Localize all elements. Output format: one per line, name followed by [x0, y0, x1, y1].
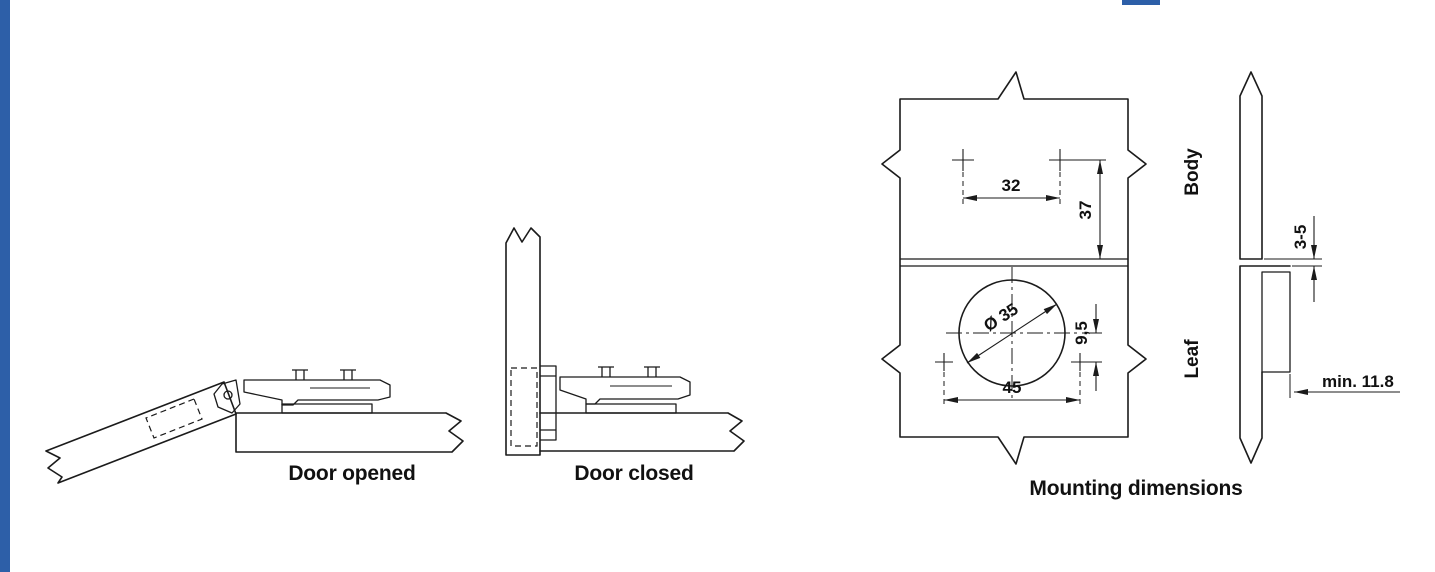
door-closed-caption: Door closed [574, 462, 693, 485]
body-hole-cross-left [952, 149, 974, 171]
hinge-arm [243, 379, 391, 406]
cabinet-panel-closed [539, 412, 745, 452]
hinge-screw-front [292, 369, 308, 380]
top-edge-accent-fragment [1122, 0, 1160, 5]
side-leaf-strip [1239, 265, 1291, 464]
hinge-cup-body [213, 379, 241, 414]
dim-min-depth-label: min. 11.8 [1322, 372, 1394, 391]
mounting-plate-closed [585, 403, 677, 414]
cabinet-panel-outline [235, 412, 464, 453]
body-label: Body [1182, 148, 1203, 196]
left-accent-bar [0, 0, 10, 572]
hinge-screw-front-closed [598, 366, 614, 377]
side-body-strip [1239, 71, 1263, 260]
dim-diameter-label: Ø 35 [980, 299, 1021, 335]
dim-95-label: 9,5 [1072, 321, 1091, 345]
door-opened-caption: Door opened [288, 462, 415, 485]
dim-gap-label: 3-5 [1291, 225, 1310, 250]
door-panel-closed [505, 227, 541, 456]
front-panel-outline [881, 71, 1147, 465]
side-cup-recess [1261, 271, 1291, 373]
dim-32-label: 32 [1002, 176, 1021, 195]
mounting-dimensions-caption: Mounting dimensions [1029, 477, 1242, 500]
leaf-hole-cross-right [1071, 353, 1089, 371]
hinge-pivot [223, 390, 233, 400]
panel-divider [900, 258, 1128, 267]
door-closed-view: Door closed [505, 227, 745, 485]
diameter-leader-line [966, 303, 1058, 364]
hinge-cup-hidden-outline [145, 398, 203, 439]
mounting-plate [281, 403, 373, 414]
door-opened-view: Door opened [45, 369, 464, 485]
door-panel-opened [45, 381, 237, 484]
leaf-hole-cross-left [935, 353, 953, 371]
cup-flange [540, 365, 557, 441]
leaf-label: Leaf [1182, 339, 1203, 379]
hinge-screw-rear-closed [644, 366, 660, 377]
hinge-arm-closed [559, 376, 691, 405]
mounting-front-view: 32 37 Ø 35 45 9,5 [881, 71, 1147, 465]
body-hole-cross-right [1049, 149, 1071, 171]
dim-37-label: 37 [1076, 201, 1095, 220]
hinge-screw-rear [340, 369, 356, 380]
dim-45-label: 45 [1003, 378, 1022, 397]
hinge-cup-hidden-outline-closed [510, 367, 538, 447]
mounting-side-view: 3-5 min. 11.8 Body Leaf [1182, 71, 1400, 464]
